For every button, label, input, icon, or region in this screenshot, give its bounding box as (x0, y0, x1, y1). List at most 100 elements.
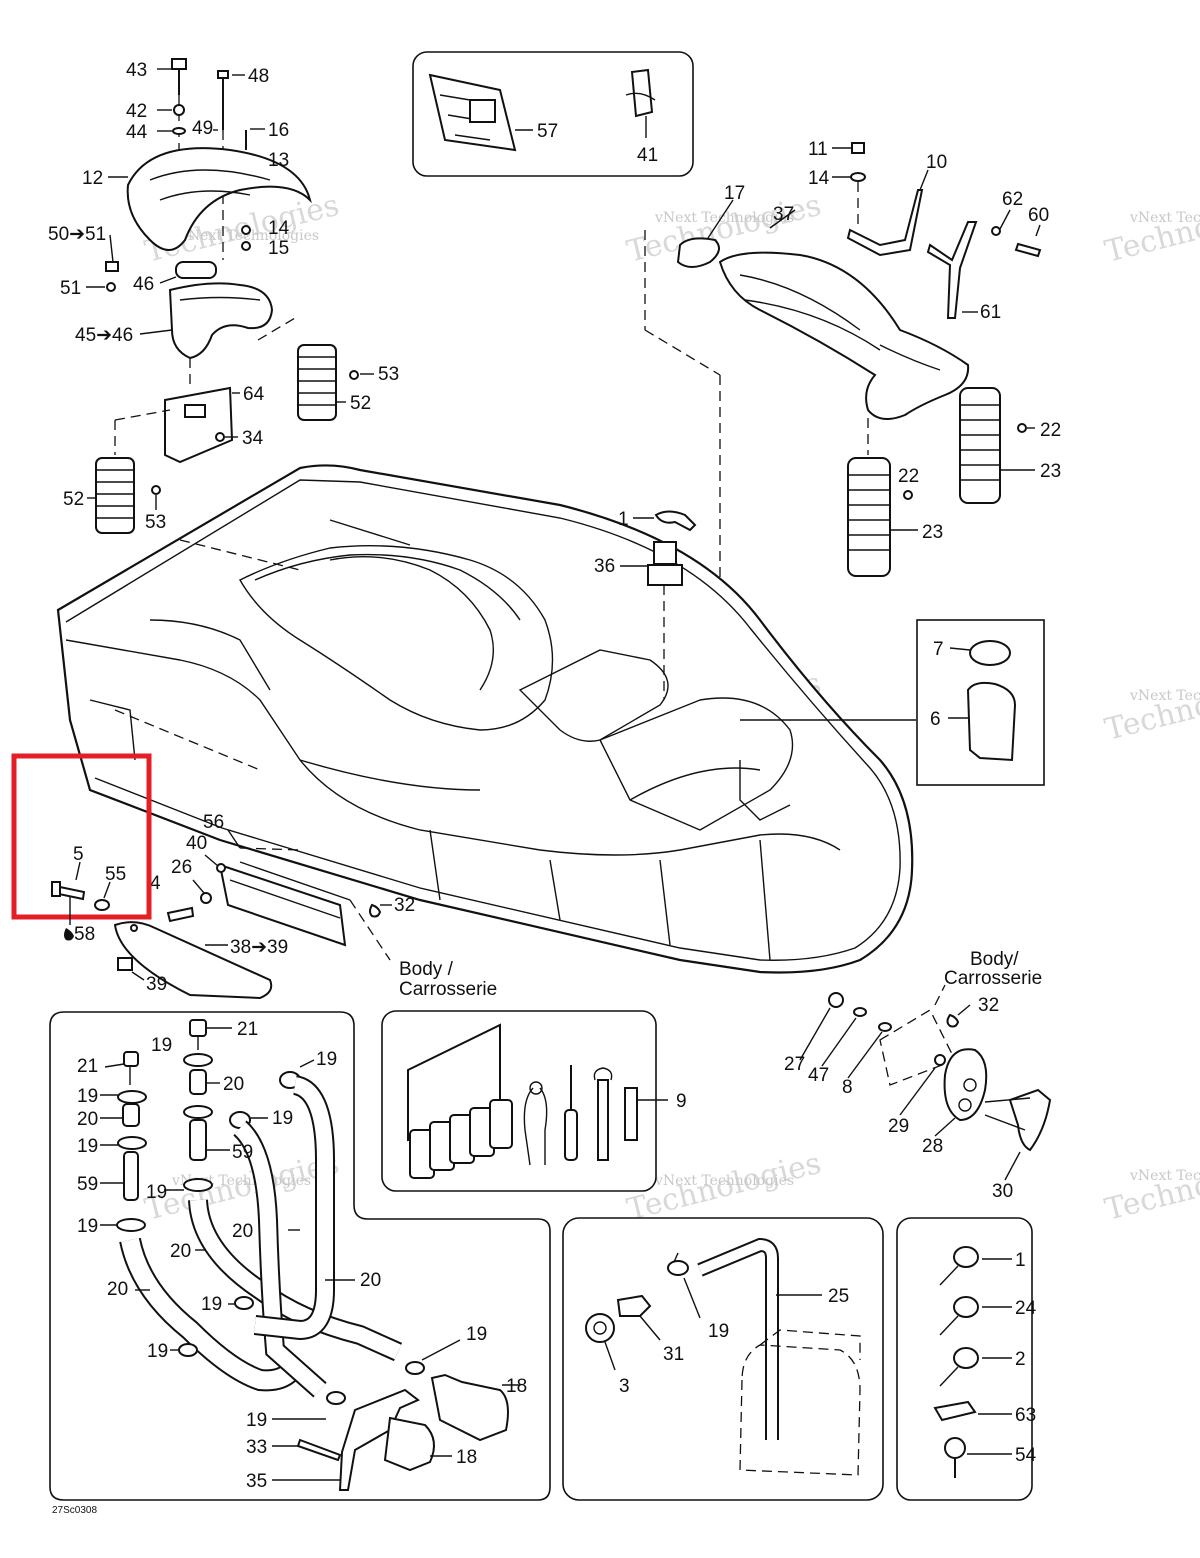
callout-30: 30 (992, 1181, 1013, 1202)
clamp-22b (903, 490, 913, 500)
callout-1: 1 (618, 509, 629, 530)
callout-11: 11 (808, 139, 828, 160)
callout-34: 34 (242, 428, 264, 449)
callout-7: 7 (933, 639, 944, 660)
thread-locker-58 (64, 928, 74, 941)
callout-19: 19 (147, 1341, 168, 1362)
inset-box-battery-vent (562, 1217, 884, 1501)
handle-28 (943, 1048, 988, 1122)
body-caption-1: Body / (399, 959, 454, 980)
callout-49: 49 (192, 118, 213, 139)
clamp-22a (1017, 423, 1027, 433)
callout-3: 3 (619, 1376, 630, 1397)
callout-36: 36 (594, 556, 615, 577)
washer-44 (172, 127, 186, 135)
callout-31: 31 (663, 1344, 684, 1365)
callout-57: 57 (537, 121, 558, 142)
callout-52: 52 (350, 393, 371, 414)
callout-1: 1 (1015, 1250, 1026, 1271)
callout-40: 40 (186, 833, 207, 854)
callout-24: 24 (1015, 1298, 1037, 1319)
callout-19: 19 (146, 1182, 167, 1203)
callout-19: 19 (466, 1324, 487, 1345)
handle-group (799, 984, 1052, 1181)
callout-16: 16 (268, 120, 289, 141)
washer-47 (853, 1007, 867, 1017)
body-caption-1b: Carrosserie (399, 979, 497, 1000)
bolt-26 (166, 906, 195, 923)
callout-18: 18 (456, 1447, 477, 1468)
callout-59: 59 (232, 1142, 253, 1163)
trim-56 (218, 863, 347, 947)
callout-10: 10 (926, 152, 947, 173)
air-intake-group (644, 142, 1042, 770)
callout-33: 33 (246, 1437, 267, 1458)
clip-41 (625, 68, 656, 138)
callout-25: 25 (828, 1286, 849, 1307)
watermark: vNext Technologies (179, 228, 319, 244)
callout-37: 37 (773, 204, 794, 225)
inset-box-toolkit (381, 1010, 657, 1192)
callout-41: 41 (637, 145, 658, 166)
callout-20: 20 (77, 1109, 98, 1130)
clip-1 (654, 510, 697, 532)
callout-38-39: 38➔39 (230, 937, 288, 958)
callout-9: 9 (676, 1091, 687, 1112)
callout-47: 47 (808, 1065, 829, 1086)
nut-27 (828, 992, 844, 1008)
bolt-48 (217, 70, 229, 79)
callout-19: 19 (77, 1086, 98, 1107)
callout-43: 43 (126, 60, 147, 81)
filler-neck-36 (653, 541, 677, 565)
tool-kit-9 (407, 1023, 668, 1179)
fuel-filler-group (620, 510, 697, 700)
screw-34 (215, 432, 225, 442)
highlight-box (11, 753, 152, 920)
callout-18: 18 (506, 1376, 527, 1397)
callout-53: 53 (145, 512, 166, 533)
bellows-52-upper (297, 344, 337, 421)
nut-42 (173, 104, 185, 116)
callout-52: 52 (63, 489, 84, 510)
figure-code: 27Sc0308 (52, 1505, 97, 1516)
callout-46: 46 (133, 274, 154, 295)
bellows-52-lower (95, 420, 135, 534)
callout-19: 19 (77, 1216, 98, 1237)
callout-48: 48 (248, 66, 269, 87)
watermark: Technologies (1101, 1146, 1200, 1228)
callout-64: 64 (243, 384, 265, 405)
callout-19: 19 (151, 1035, 172, 1056)
callout-51: 51 (60, 278, 81, 299)
callout-14: 14 (808, 168, 830, 189)
bellows-23-right (959, 387, 1001, 504)
body-caption-2: Body/ (970, 949, 1019, 970)
storage-6 (966, 681, 1017, 762)
callout-42: 42 (126, 101, 147, 122)
nut-14 (241, 225, 251, 235)
callout-28: 28 (922, 1136, 943, 1157)
inset-box-hoses (49, 1011, 551, 1501)
bracket-64 (164, 386, 234, 464)
callout-4: 4 (150, 873, 161, 894)
clamp-53 (349, 370, 359, 380)
clamp-53b (151, 485, 161, 495)
callout-35: 35 (246, 1471, 267, 1492)
sealant-32b (946, 1013, 960, 1028)
callout-27: 27 (784, 1054, 805, 1075)
bracket-10 (846, 189, 924, 257)
washer-51 (106, 282, 116, 292)
callout-20: 20 (232, 1221, 253, 1242)
callout-32: 32 (978, 995, 999, 1016)
callout-21: 21 (77, 1056, 98, 1077)
callout-19: 19 (316, 1049, 337, 1070)
plate-38 (113, 921, 273, 1000)
callout-13: 13 (268, 150, 289, 171)
callout-19: 19 (272, 1108, 293, 1129)
watermark: vNext Technologies (654, 210, 794, 226)
fuel-hoses (100, 1019, 520, 1491)
inset-box-clips (412, 51, 694, 177)
callout-44: 44 (126, 122, 148, 143)
watermark: vNext Technologies (1129, 688, 1200, 704)
callout-19: 19 (708, 1321, 729, 1342)
fasteners (933, 1246, 1012, 1478)
